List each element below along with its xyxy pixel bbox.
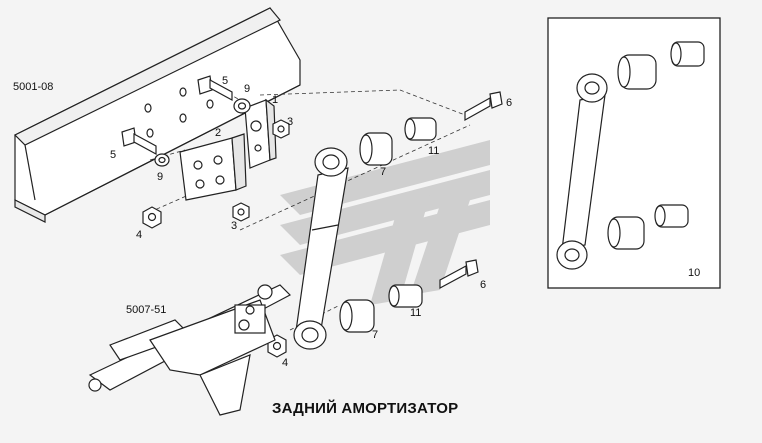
callout-4-upper: 4 bbox=[136, 229, 143, 241]
callout-10: 10 bbox=[688, 267, 701, 279]
nuts bbox=[142, 119, 290, 358]
bracket-right bbox=[244, 98, 277, 169]
callout-5-lower: 5 bbox=[110, 149, 117, 161]
callout-11-lower: 11 bbox=[410, 307, 422, 319]
frame-rail bbox=[13, 7, 301, 223]
callout-5-upper: 5 bbox=[222, 75, 229, 87]
bolt-lower bbox=[121, 127, 157, 156]
callout-6-lower: 6 bbox=[480, 279, 487, 291]
bracket-left bbox=[179, 133, 247, 201]
callout-7-lower: 7 bbox=[372, 329, 379, 341]
group-label-frame: 5001-08 bbox=[13, 81, 54, 93]
bushings-and-sleeves bbox=[339, 117, 437, 333]
callout-9-lower: 9 bbox=[157, 171, 164, 183]
axle-assembly bbox=[88, 284, 291, 416]
callout-9-upper: 9 bbox=[244, 83, 251, 95]
callout-2: 2 bbox=[215, 127, 222, 139]
bolts-6 bbox=[439, 91, 503, 290]
callout-6-upper: 6 bbox=[506, 97, 513, 109]
callout-4-lower: 4 bbox=[282, 357, 289, 369]
diagram-title: ЗАДНИЙ АМОРТИЗАТОР bbox=[272, 400, 459, 417]
shock-absorber-detail bbox=[556, 41, 705, 270]
bolt-upper bbox=[197, 75, 233, 102]
shock-absorber-main bbox=[293, 147, 349, 350]
group-label-axle: 5007-51 bbox=[126, 304, 167, 316]
callout-1: 1 bbox=[272, 94, 279, 106]
callout-3-lower: 3 bbox=[231, 220, 238, 232]
callout-7-upper: 7 bbox=[380, 166, 387, 178]
callout-3-upper: 3 bbox=[287, 116, 294, 128]
callout-11-upper: 11 bbox=[428, 145, 440, 157]
washers bbox=[154, 98, 251, 167]
